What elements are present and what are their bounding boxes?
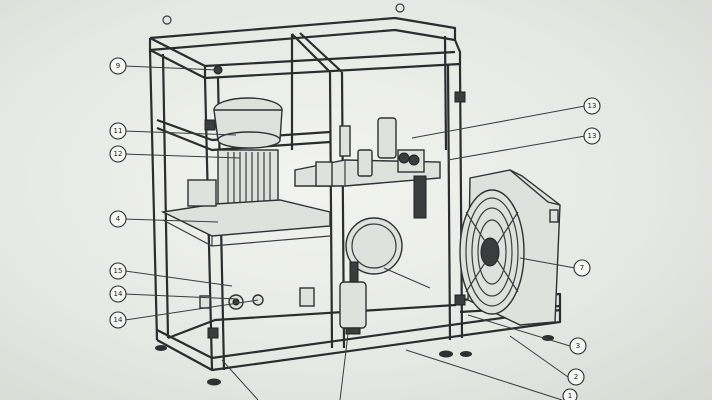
svg-text:2: 2 — [574, 373, 578, 381]
leader-lines — [124, 65, 586, 400]
balloon-1: 1 — [562, 388, 578, 400]
suction-filter — [339, 261, 367, 335]
balloon-15: 15 — [109, 262, 127, 280]
svg-text:1: 1 — [568, 392, 572, 400]
svg-text:9: 9 — [116, 62, 120, 70]
balloon-11: 11 — [109, 122, 127, 140]
balloon-3: 3 — [569, 337, 587, 355]
svg-text:3: 3 — [576, 342, 580, 350]
oil-cooler-fan — [459, 169, 561, 326]
balloon-9: 9 — [109, 57, 127, 75]
svg-text:4: 4 — [116, 215, 121, 223]
svg-text:12: 12 — [114, 150, 123, 158]
balloon-12: 12 — [109, 145, 127, 163]
svg-text:13: 13 — [588, 102, 597, 110]
svg-text:7: 7 — [580, 264, 584, 272]
balloon-13-upper: 13 — [583, 97, 601, 115]
balloon-7: 7 — [573, 259, 591, 277]
balloon-13-lower: 13 — [583, 127, 601, 145]
svg-text:14: 14 — [114, 290, 123, 298]
balloon-2: 2 — [567, 368, 585, 386]
svg-text:14: 14 — [114, 316, 123, 324]
levelling-feet — [155, 335, 554, 386]
valve-block — [339, 117, 425, 177]
balloon-4: 4 — [109, 210, 127, 228]
junction-box — [187, 179, 217, 207]
svg-text:15: 15 — [114, 267, 123, 275]
balloon-14-lower: 14 — [109, 311, 127, 329]
oil-tank — [294, 159, 441, 307]
svg-text:11: 11 — [114, 127, 123, 135]
svg-text:13: 13 — [588, 132, 597, 140]
balloon-14-upper: 14 — [109, 285, 127, 303]
